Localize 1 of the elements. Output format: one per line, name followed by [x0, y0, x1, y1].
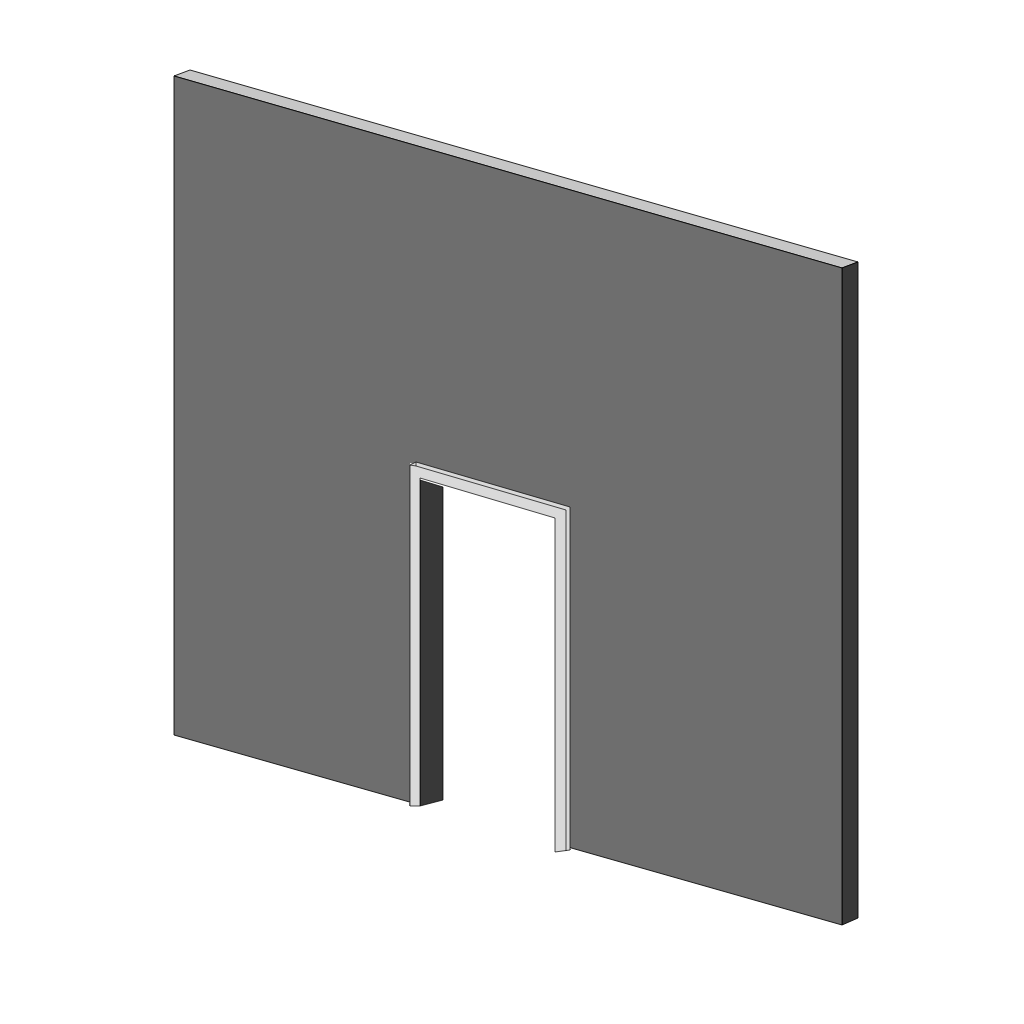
wall-drawing — [173, 69, 859, 926]
